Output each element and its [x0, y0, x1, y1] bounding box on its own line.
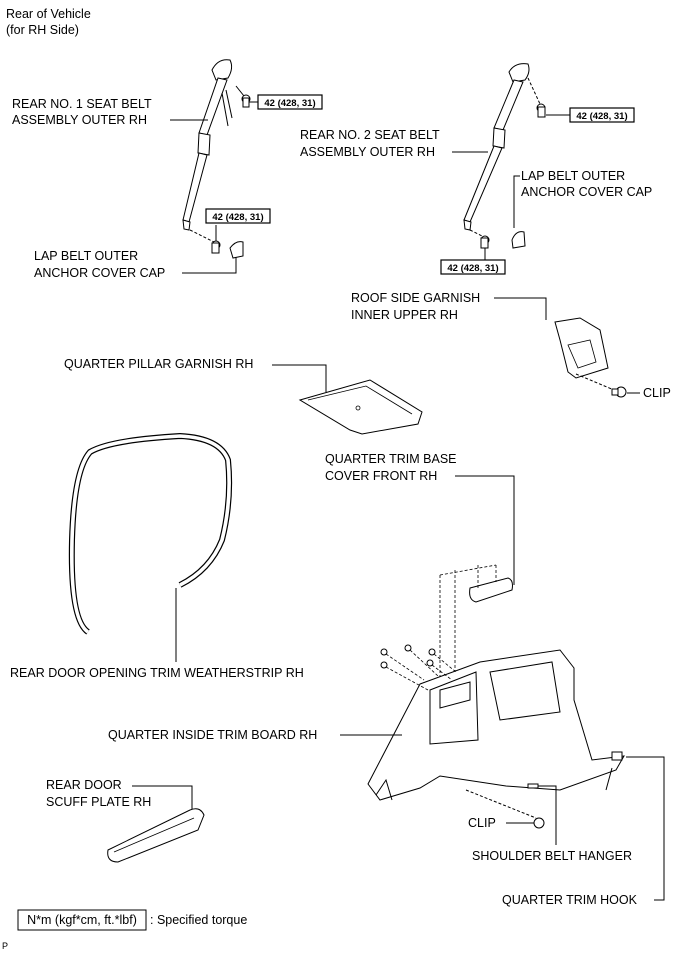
trim-hook-part [605, 751, 623, 791]
quarter-pillar-label: QUARTER PILLAR GARNISH RH [64, 357, 253, 371]
header-line2: (for RH Side) [6, 23, 79, 37]
trim-base-cover-shape [469, 577, 513, 603]
belt1-label-line1: REAR NO. 1 SEAT BELT [12, 97, 152, 111]
lapcap-right-line2: ANCHOR COVER CAP [521, 185, 652, 199]
lapcap-right-line1: LAP BELT OUTER [521, 169, 625, 183]
trim-board-label: QUARTER INSIDE TRIM BOARD RH [108, 728, 317, 742]
torque-3: 42 (428, 31) [569, 107, 635, 123]
clip-lower-label: CLIP [468, 816, 496, 830]
roof-garnish-shape [554, 317, 609, 379]
trim-board-bolts [380, 644, 436, 669]
torque-4: 42 (428, 31) [440, 259, 506, 275]
lapcap-left-line2: ANCHOR COVER CAP [34, 266, 165, 280]
bolt-1 [235, 85, 251, 108]
shoulder-belt-hanger-part [527, 783, 539, 789]
seat-belt-no1 [182, 59, 233, 231]
roof-label-line2: INNER UPPER RH [351, 308, 458, 322]
scuff-label-line2: SCUFF PLATE RH [46, 795, 151, 809]
trim-board-shape [367, 649, 625, 801]
weatherstrip-shape [68, 432, 233, 635]
seat-belt-no2 [463, 63, 530, 231]
bolt-3 [527, 77, 546, 118]
scuff-label-line1: REAR DOOR [46, 778, 122, 792]
torque-4-text: 42 (428, 31) [447, 263, 498, 274]
trim-base-line2: COVER FRONT RH [325, 469, 437, 483]
legend-desc: : Specified torque [150, 913, 247, 927]
belt1-label-line2: ASSEMBLY OUTER RH [12, 113, 147, 127]
lapcap-left-line1: LAP BELT OUTER [34, 249, 138, 263]
torque-legend: N*m (kgf*cm, ft.*lbf) : Specified torque [17, 909, 247, 931]
trim-hook-label: QUARTER TRIM HOOK [502, 893, 638, 907]
roof-label-line1: ROOF SIDE GARNISH [351, 291, 480, 305]
clip-lower-part [533, 817, 545, 829]
weatherstrip-label: REAR DOOR OPENING TRIM WEATHERSTRIP RH [10, 666, 304, 680]
trim-base-line1: QUARTER TRIM BASE [325, 452, 457, 466]
torque-1-text: 42 (428, 31) [264, 98, 315, 109]
footer-code: P [2, 941, 8, 951]
scuff-plate-shape [107, 808, 205, 863]
belt2-label-line2: ASSEMBLY OUTER RH [300, 145, 435, 159]
bolt-4 [469, 229, 490, 249]
legend-box-text: N*m (kgf*cm, ft.*lbf) [27, 913, 137, 927]
lap-cap-left-shape [229, 241, 244, 259]
torque-2-text: 42 (428, 31) [212, 212, 263, 223]
belt2-label-line1: REAR NO. 2 SEAT BELT [300, 128, 440, 142]
quarter-pillar-shape [298, 379, 423, 435]
torque-1: 42 (428, 31) [257, 94, 323, 110]
clip-upper-part [611, 386, 627, 398]
torque-2: 42 (428, 31) [205, 208, 271, 224]
lap-cap-right-shape [511, 231, 526, 249]
header-line1: Rear of Vehicle [6, 7, 91, 21]
clip-upper-label: CLIP [643, 386, 671, 400]
torque-3-text: 42 (428, 31) [576, 111, 627, 122]
shoulder-hanger-label: SHOULDER BELT HANGER [472, 849, 632, 863]
